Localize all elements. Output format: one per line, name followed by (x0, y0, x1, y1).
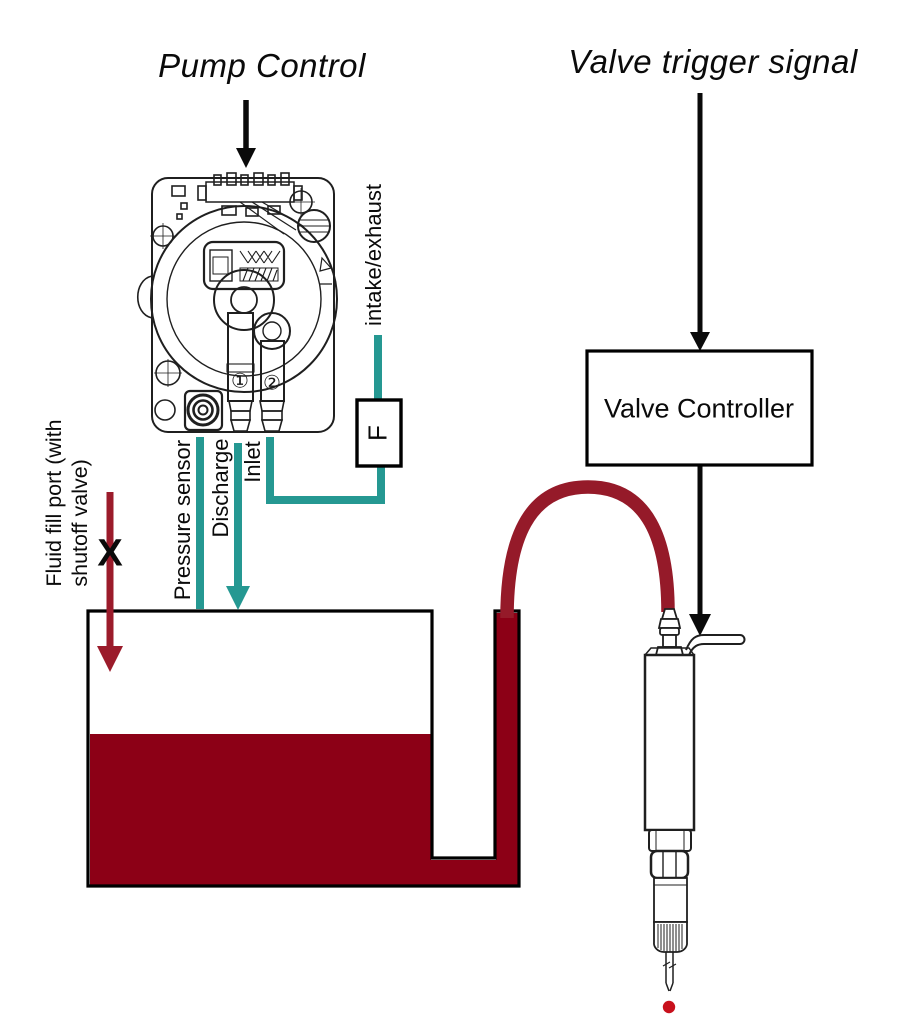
fluid-hose (500, 480, 675, 619)
tank-outline (86, 609, 521, 888)
valve-body (643, 653, 696, 832)
standpipe-fluid (496, 613, 518, 885)
port2-pivot-center (262, 321, 282, 341)
intake-exhaust-label: intake/exhaust (361, 184, 386, 326)
inlet-line (266, 437, 385, 504)
valve-collar-lines (655, 830, 685, 851)
dispense-valve-drawing (643, 608, 746, 1014)
port2-number: ② (263, 372, 281, 395)
pump-connector (171, 172, 304, 235)
pump-inner-circle (166, 221, 322, 377)
pump-label-plate (202, 240, 286, 291)
pump-drawing (137, 172, 338, 433)
valve-trigger-title: Valve trigger signal (568, 43, 858, 80)
fill-port-arrow (97, 492, 123, 672)
valve-knurl-ribs (657, 924, 683, 952)
filter-box (355, 398, 403, 468)
discharge-label: Discharge (208, 438, 233, 538)
valve-hex-nut (649, 849, 690, 880)
pump-control-arrowhead (236, 148, 256, 168)
valve-hex-facets (662, 852, 677, 877)
valve-collar (648, 829, 692, 852)
pump-screws (150, 188, 333, 421)
pump-hub-center (230, 286, 258, 314)
signal-arrows (236, 93, 711, 636)
pump-port2 (259, 340, 285, 432)
fill-port-arrowhead (97, 646, 123, 672)
shutoff-valve-x: X (97, 532, 123, 575)
valve-barb-fitting (654, 608, 685, 656)
fluid-fill-line1: Fluid fill port (with (42, 419, 66, 587)
pump-control-title: Pump Control (158, 47, 366, 84)
pump-left-ear (137, 275, 153, 319)
valve-elbow-bracket (685, 634, 746, 656)
pressure-sensor-label: Pressure sensor (170, 439, 195, 601)
teal-lines (196, 335, 385, 610)
fluid-fill-port-label: Fluid fill port (with shutoff valve) (41, 419, 93, 586)
controller-output-arrowhead (689, 614, 711, 636)
pump-port1 (226, 312, 255, 432)
inlet-label: Inlet (240, 441, 265, 483)
pump-body (151, 177, 335, 433)
port1-number: ① (231, 370, 249, 393)
valve-controller-box (585, 349, 814, 467)
discharge-arrowhead (226, 586, 250, 610)
valve-trigger-arrowhead (690, 332, 710, 351)
pump-hub (213, 269, 275, 331)
pump-outer-circle (150, 205, 338, 393)
fluid-tank (86, 609, 521, 888)
valve-controller-label: Valve Controller (603, 393, 795, 424)
tank-fluid (90, 734, 431, 885)
filter-label: F (362, 425, 393, 441)
fluid-drop (662, 1000, 676, 1014)
fluid-fill-line2: shutoff valve) (68, 459, 92, 587)
valve-needle (662, 952, 677, 992)
pump-knob (183, 389, 224, 432)
